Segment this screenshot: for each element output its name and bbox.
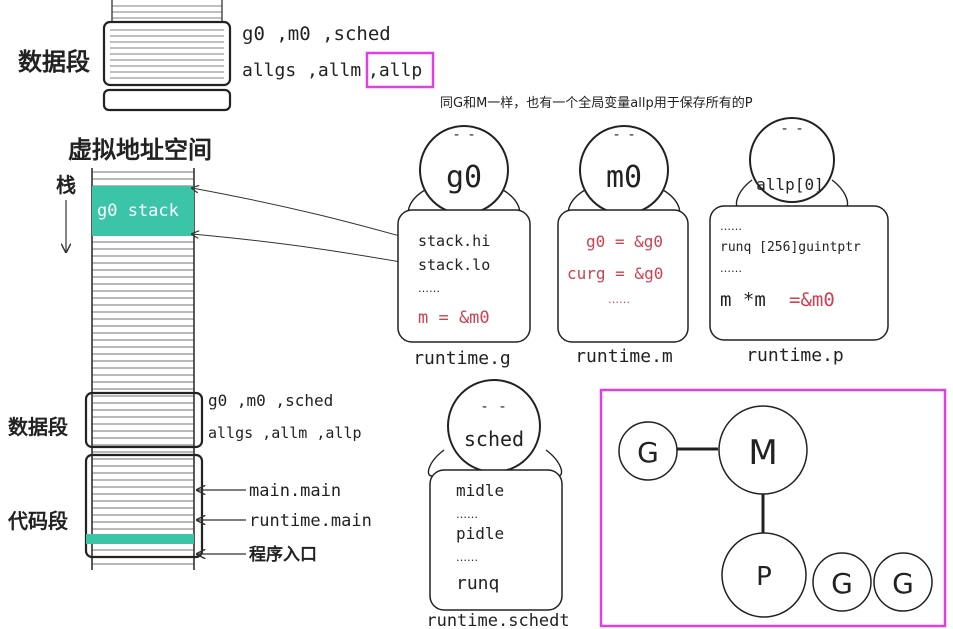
runtime-m-struct: - - m0 g0 = &g0 curg = &g0 …… runtime.m	[557, 125, 689, 367]
runtime-g-name: runtime.g	[413, 348, 511, 369]
p-line-2: ……	[720, 262, 742, 275]
svg-text:-: -	[500, 399, 505, 415]
g-line-3: m = &m0	[418, 308, 490, 328]
allp0-head-label: allp[0]	[756, 175, 823, 194]
svg-text:-: -	[482, 399, 487, 415]
arrow-runtime-main: runtime.main	[249, 511, 372, 531]
g0-stack-region	[92, 186, 194, 236]
allp-caption: 同G和M一样，也有一个全局变量allp用于保存所有的P	[440, 95, 753, 111]
runtime-m-name: runtime.m	[575, 346, 673, 367]
svg-text:-: -	[454, 127, 459, 143]
top-data-segment-label: 数据段	[18, 48, 90, 76]
svg-text:-: -	[797, 121, 802, 137]
sched-head-label: sched	[464, 427, 524, 451]
gmp-diagram: G M P G G	[599, 388, 947, 628]
g0-stack-label: g0 stack	[97, 201, 179, 221]
g-line-2: ……	[418, 282, 440, 295]
runtime-p-struct: - - allp[0] …… runq [256]guintptr …… m *…	[709, 117, 889, 366]
p-line-0: ……	[720, 220, 742, 233]
gmp-highlight-box	[599, 388, 947, 628]
data-segment-line1: g0 ,m0 ,sched	[208, 391, 333, 410]
code-segment-box	[84, 453, 204, 559]
data-segment-line2: allgs ,allm ,allp	[208, 424, 362, 442]
sched-head	[447, 379, 541, 473]
stack-hi-arrow	[192, 188, 419, 242]
gmp-p-label: P	[756, 562, 772, 592]
gmp-g-node-2	[873, 552, 933, 612]
runtime-schedt-struct: - - sched midle …… pidle …… runq runtime…	[426, 379, 570, 629]
svg-text:-: -	[782, 121, 787, 137]
sched-line-4: runq	[456, 573, 499, 594]
top-segment-line1: g0 ,m0 ,sched	[242, 23, 391, 45]
sched-line-3: ……	[456, 551, 478, 564]
gmp-g1-label: G	[831, 567, 853, 600]
gmp-p-node	[721, 532, 807, 618]
svg-text:-: -	[469, 127, 474, 143]
runtime-schedt-name: runtime.schedt	[426, 611, 569, 629]
arrow-entry: 程序入口	[249, 544, 317, 565]
m-line-1: curg = &g0	[567, 264, 663, 283]
top-segment-line2a: allgs ,allm	[242, 60, 361, 81]
m0-head-label: m0	[606, 160, 642, 195]
g-line-1: stack.lo	[418, 256, 490, 274]
m-line-2: ……	[608, 293, 630, 306]
gmp-g-node-left	[618, 421, 678, 481]
allp0-head	[749, 117, 835, 203]
memory-title: 虚拟地址空间	[68, 136, 212, 164]
m-line-0: g0 = &g0	[586, 232, 663, 251]
virtual-address-space: 虚拟地址空间 栈 g0 stack 数据段 g0 ,m0 ,sched allg…	[7, 136, 419, 570]
top-data-segment: 数据段 g0 ,m0 ,sched allgs ,allm ,allp	[18, 0, 435, 112]
gmp-g-node-1	[812, 552, 872, 612]
top-segment-line2b: ,allp	[368, 60, 422, 81]
gmp-m-node	[718, 405, 808, 495]
sched-line-1: ……	[456, 508, 478, 521]
stack-label: 栈	[56, 173, 76, 197]
arrow-main-main: main.main	[249, 481, 341, 501]
data-segment-box	[84, 391, 204, 449]
g-line-0: stack.hi	[418, 232, 490, 250]
svg-text:=&m0: =&m0	[789, 289, 835, 311]
allp-highlight-box	[365, 51, 435, 89]
stack-lo-arrow	[192, 234, 419, 266]
runtime-g-struct: - - g0 stack.hi stack.lo …… m = &m0 runt…	[397, 125, 531, 369]
gmp-g2-label: G	[892, 567, 914, 600]
svg-text:m *m: m *m	[720, 289, 766, 311]
entry-highlight	[86, 534, 194, 544]
code-segment-label: 代码段	[7, 509, 68, 533]
p-line-1: runq [256]guintptr	[720, 240, 861, 255]
runtime-p-name: runtime.p	[746, 345, 844, 366]
data-segment-label: 数据段	[8, 415, 68, 439]
svg-text:-: -	[614, 127, 619, 143]
g0-head-label: g0	[446, 160, 482, 195]
sched-line-0: midle	[456, 481, 504, 500]
gmp-m-label: M	[748, 433, 777, 473]
gmp-g-left-label: G	[637, 436, 659, 469]
sched-line-2: pidle	[456, 524, 504, 543]
svg-text:-: -	[629, 127, 634, 143]
